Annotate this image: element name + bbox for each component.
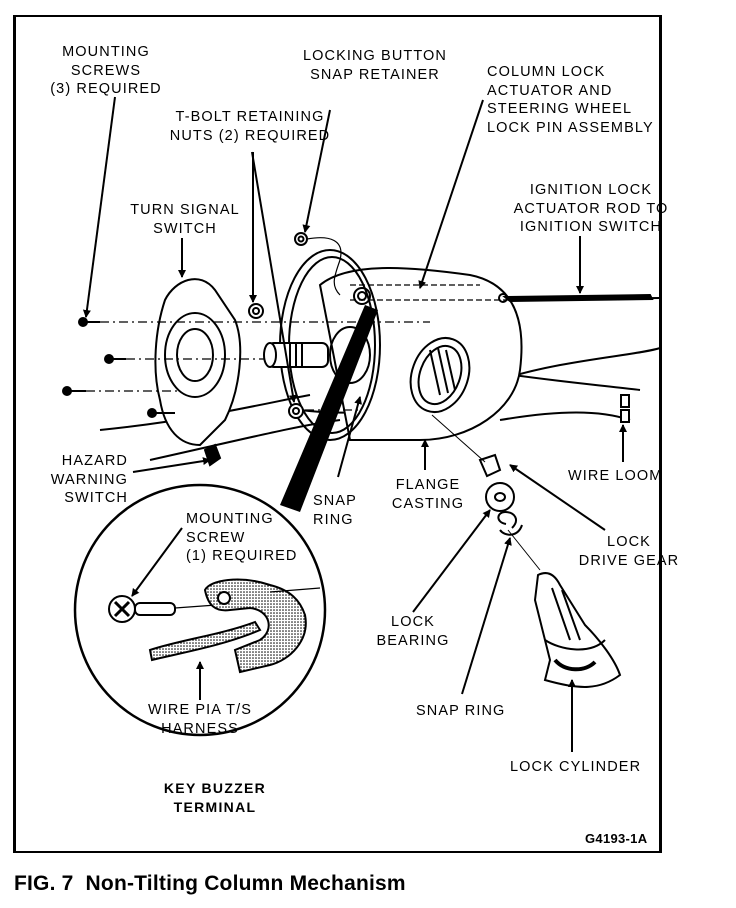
lock-parts [431, 414, 541, 571]
figure-caption: FIG. 7 Non-Tilting Column Mechanism [14, 872, 406, 896]
steering-shaft [263, 342, 329, 368]
label-wire-pia-ts-harness: WIRE PIA T/S HARNESS [148, 702, 252, 737]
detail-screw-and-bracket [108, 578, 321, 674]
turn-signal-switch-shape [154, 278, 242, 467]
detail-magnifier [73, 483, 327, 737]
label-lock-cylinder: LOCK CYLINDER [510, 759, 642, 775]
label-locking-button-snap-retainer: LOCKING BUTTON SNAP RETAINER [302, 48, 448, 83]
label-hazard-warning-switch: HAZARD WARNING SWITCH [50, 453, 128, 506]
leader-arrows [82, 96, 627, 752]
snap-retainer-shape [294, 232, 342, 296]
magnifier-leader [280, 305, 378, 512]
label-mounting-screw-detail: MOUNTING SCREW (1) REQUIRED [186, 511, 298, 564]
caption-number: FIG. 7 [14, 872, 74, 895]
label-key-buzzer-terminal: KEY BUZZER TERMINAL [163, 780, 267, 815]
mounting-screws [62, 317, 175, 418]
label-flange-casting: FLANGE CASTING [391, 477, 465, 512]
label-lock-bearing: LOCK BEARING [376, 614, 450, 649]
label-ignition-lock-actuator-rod: IGNITION LOCK ACTUATOR ROD TO IGNITION S… [513, 182, 669, 235]
wire-loom-connector [620, 394, 630, 423]
label-lock-drive-gear: LOCK DRIVE GEAR [578, 534, 680, 569]
label-snap-ring-lower: SNAP RING [416, 703, 506, 719]
label-turn-signal-switch: TURN SIGNAL SWITCH [130, 202, 240, 237]
label-snap-ring-upper: SNAP RING [313, 493, 357, 528]
caption-title: Non-Tilting Column Mechanism [85, 872, 406, 895]
figure-code: G4193-1A [585, 831, 648, 846]
label-mounting-screws: MOUNTING SCREWS (3) REQUIRED [50, 44, 162, 97]
ignition-actuator-rod [498, 293, 654, 303]
figure-border [13, 15, 662, 853]
lock-cylinder-shape [533, 572, 622, 688]
label-t-bolt-retaining-nuts: T-BOLT RETAINING NUTS (2) REQUIRED [169, 109, 331, 144]
t-bolt-nuts [248, 303, 304, 419]
label-column-lock-actuator: COLUMN LOCK ACTUATOR AND STEERING WHEEL … [487, 64, 654, 136]
label-wire-loom: WIRE LOOM [568, 468, 663, 484]
